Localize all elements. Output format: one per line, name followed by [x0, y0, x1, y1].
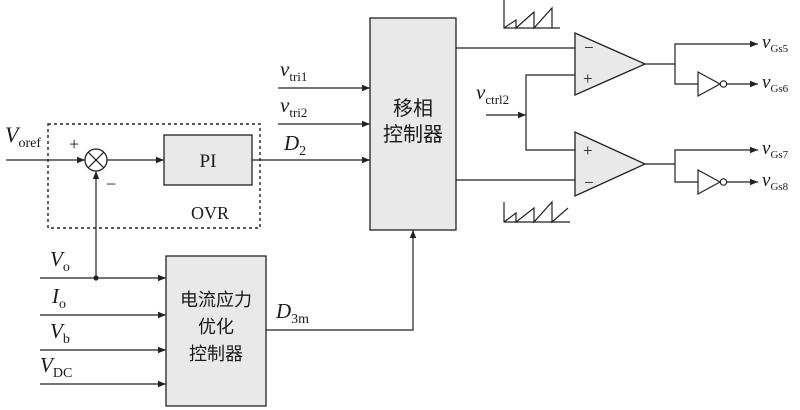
cmp1-minus: −: [584, 38, 594, 57]
vb-label: Vb: [50, 319, 70, 347]
optimizer-label-2: 优化: [198, 317, 234, 338]
vdc-label: VDC: [40, 353, 72, 381]
cmp1-output-wire: [645, 40, 758, 65]
vo-label: Vo: [50, 247, 70, 275]
sum-minus-sign: −: [106, 174, 116, 194]
inverter-1: [697, 70, 722, 98]
vgs8-label: vGs8: [762, 170, 789, 193]
phase-shift-controller-block: [369, 17, 457, 231]
cmp1-inverter-feed: [674, 64, 698, 85]
vgs6-label: vGs6: [762, 72, 789, 95]
vgs7-label: vGs7: [762, 138, 789, 161]
ovr-label: OVR: [191, 203, 229, 223]
vgs5-label: vGs5: [762, 32, 789, 55]
ovr-dashed-box: [47, 123, 261, 229]
voref-label: Voref: [5, 122, 41, 151]
inverter-1-bubble: [719, 80, 728, 88]
phase-shift-controller-label-1: 移相: [393, 96, 433, 120]
pi-label: PI: [200, 151, 217, 172]
comparator-1: [574, 32, 647, 96]
inverter-2: [697, 168, 722, 196]
optimizer-label-3: 控制器: [189, 344, 243, 365]
sawtooth-lower-wave: [503, 200, 569, 224]
sum-plus-sign: +: [69, 134, 79, 154]
current-stress-optimizer-block: [165, 255, 267, 407]
io-label: Io: [51, 284, 66, 312]
summing-junction: [84, 148, 108, 172]
sawtooth-upper-wave: [503, 6, 553, 30]
cmp2-minus: −: [584, 173, 594, 192]
pi-block: [163, 134, 253, 186]
cmp2-plus: +: [583, 141, 593, 160]
d2-label: D2: [283, 131, 306, 159]
cmp2-inverter-feed: [674, 164, 698, 183]
inverter-2-bubble: [719, 178, 728, 186]
optimizer-label-1: 电流应力: [180, 290, 252, 311]
vtri1-label: vtri1: [280, 57, 307, 84]
d3m-label: D3m: [275, 299, 309, 327]
vctrl2-label: vctrl2: [476, 80, 509, 107]
vtri2-label: vtri2: [280, 93, 307, 120]
d3m-wire: [266, 230, 417, 331]
comparator-2: [574, 130, 647, 198]
vctrl2-bus-wire: [525, 74, 575, 151]
phase-shift-controller-label-2: 控制器: [383, 122, 443, 146]
cmp1-plus: +: [583, 69, 593, 88]
cmp2-output-wire: [645, 146, 758, 165]
